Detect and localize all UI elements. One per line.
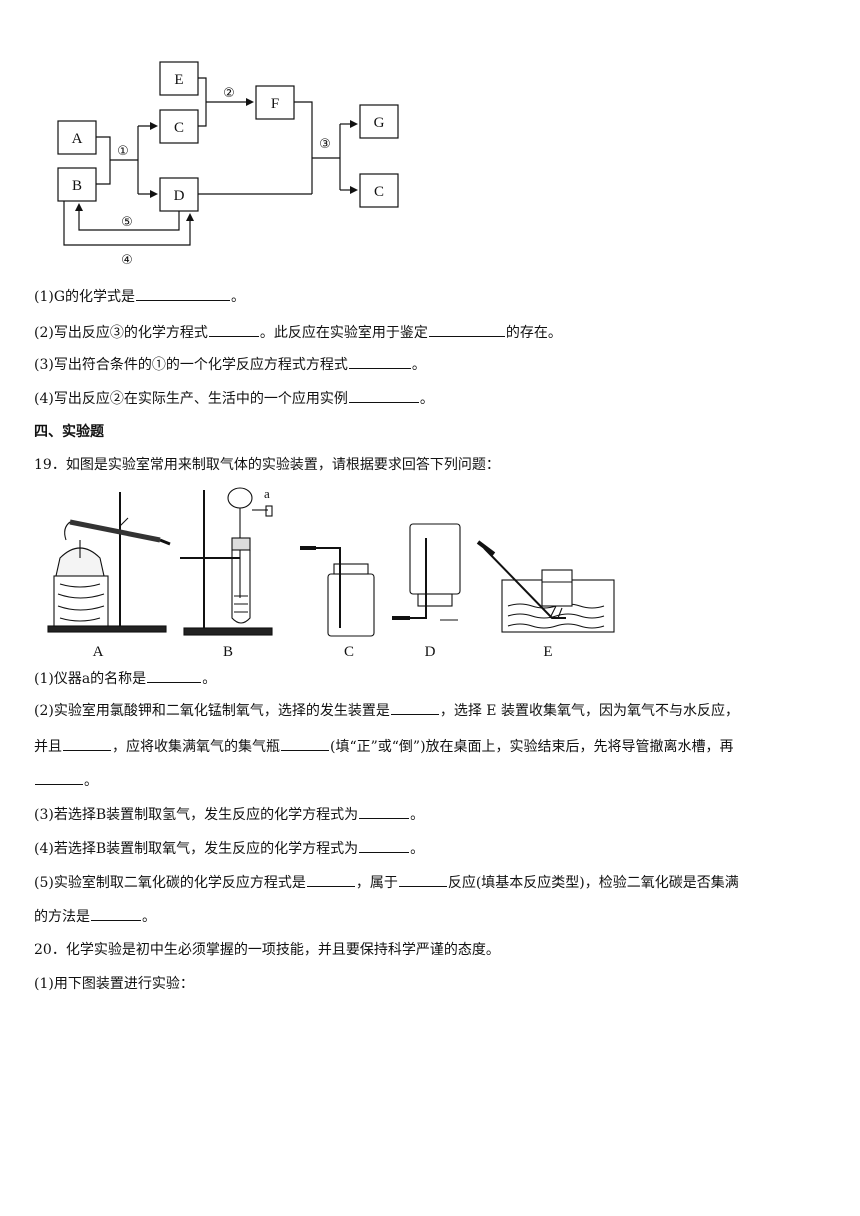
- q19-intro: 19．如图是实验室常用来制取气体的实验装置，请根据要求回答下列问题：: [34, 457, 500, 473]
- q18-part4: (4)写出反应②在实际生产、生活中的一个应用实例。: [34, 388, 434, 409]
- answer-blank[interactable]: [348, 354, 411, 369]
- section-heading: 四、实验题: [34, 424, 104, 440]
- label-b: B: [72, 178, 82, 194]
- q20-intro: 20．化学实验是初中生必须掌握的一项技能，并且要保持科学严谨的态度。: [34, 942, 500, 958]
- apparatus-label-b: B: [223, 644, 233, 660]
- apparatus-label-a: A: [93, 644, 104, 660]
- label-d: D: [174, 188, 185, 204]
- answer-blank[interactable]: [147, 668, 202, 683]
- answer-blank[interactable]: [398, 872, 447, 887]
- label-g: G: [374, 115, 385, 131]
- label-f: F: [271, 96, 279, 112]
- reaction-1-label: ①: [117, 144, 129, 159]
- apparatus-label-e: E: [543, 644, 552, 660]
- reaction-4-label: ④: [121, 253, 133, 268]
- answer-blank[interactable]: [91, 906, 141, 921]
- q19-part1: (1)仪器a的名称是。: [34, 668, 216, 689]
- q19-part5-line2: 的方法是。: [34, 906, 156, 927]
- q19-part5-line1: (5)实验室制取二氧化碳的化学反应方程式是，属于反应(填基本反应类型)，检验二氧…: [34, 872, 739, 893]
- answer-blank[interactable]: [208, 322, 259, 337]
- answer-blank[interactable]: [390, 700, 439, 715]
- q19-part2-line1: (2)实验室用氯酸钾和二氧化锰制氧气，选择的发生装置是，选择 E 装置收集氧气，…: [34, 700, 739, 721]
- lab-apparatus-figure: A B C D E a: [47, 486, 615, 660]
- q19-part3: (3)若选择B装置制取氢气，发生反应的化学方程式为。: [34, 804, 424, 825]
- q18-part2: (2)写出反应③的化学方程式。此反应在实验室用于鉴定的存在。: [34, 322, 562, 343]
- q19-part2-line3: 。: [34, 770, 98, 791]
- answer-blank[interactable]: [306, 872, 355, 887]
- reaction-flow-diagram: A B E C D F G C ① ② ③ ⑤ ④: [57, 61, 399, 268]
- label-e: E: [174, 72, 183, 88]
- answer-blank[interactable]: [63, 736, 111, 751]
- apparatus-label-d: D: [425, 644, 436, 660]
- reaction-5-label: ⑤: [121, 215, 133, 230]
- box-c2: [359, 173, 399, 208]
- q19-part4: (4)若选择B装置制取氧气，发生反应的化学方程式为。: [34, 838, 424, 859]
- marker-a: a: [264, 486, 270, 501]
- answer-blank[interactable]: [359, 804, 410, 819]
- label-a: A: [72, 131, 83, 147]
- answer-blank[interactable]: [281, 736, 329, 751]
- q18-part3: (3)写出符合条件的①的一个化学反应方程式方程式。: [34, 354, 426, 375]
- answer-blank[interactable]: [348, 388, 419, 403]
- answer-blank[interactable]: [136, 286, 231, 301]
- q20-part1: (1)用下图装置进行实验：: [34, 976, 194, 992]
- reaction-2-label: ②: [223, 86, 235, 101]
- label-c2: C: [374, 184, 384, 200]
- answer-blank[interactable]: [428, 322, 505, 337]
- label-c1: C: [174, 120, 184, 136]
- answer-blank[interactable]: [359, 838, 410, 853]
- q19-part2-line2: 并且，应将收集满氧气的集气瓶(填“正”或“倒”)放在桌面上，实验结束后，先将导管…: [34, 736, 734, 757]
- box-g: [359, 104, 399, 139]
- q18-part1: (1)G的化学式是。: [34, 286, 245, 307]
- apparatus-label-c: C: [344, 644, 354, 660]
- answer-blank[interactable]: [35, 770, 83, 785]
- reaction-3-label: ③: [319, 137, 331, 152]
